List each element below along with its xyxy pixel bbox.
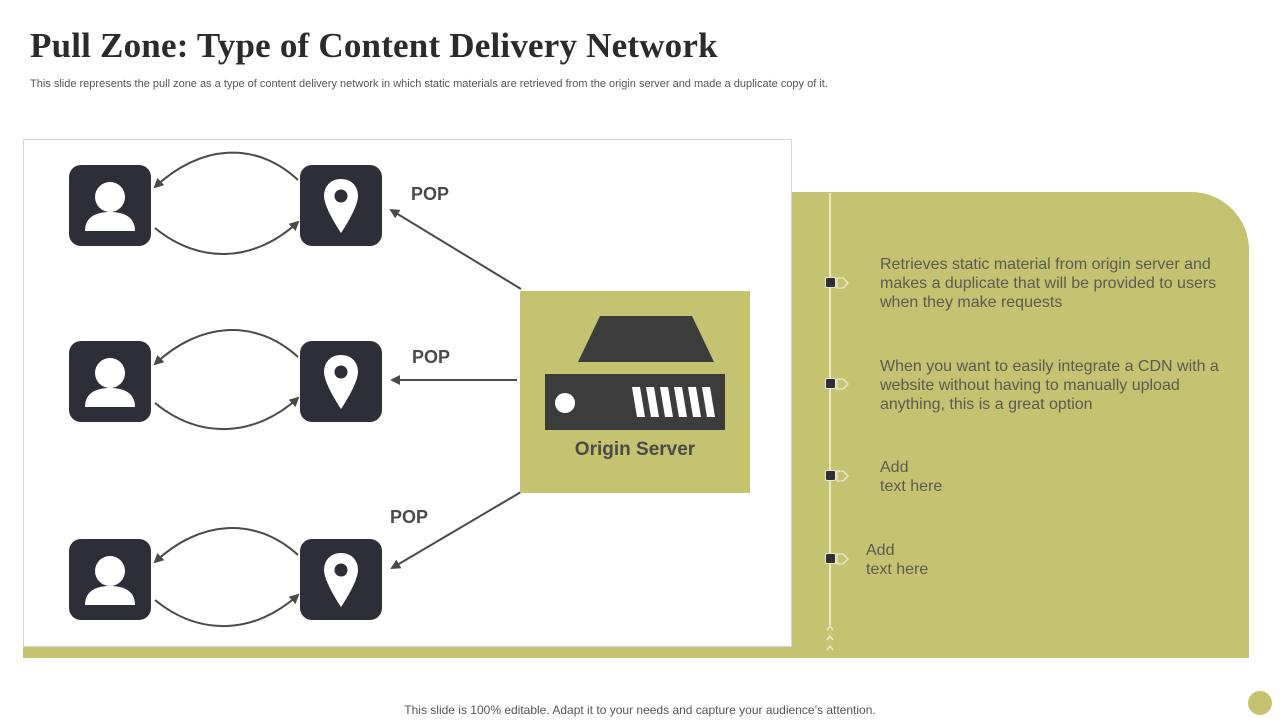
pop-tile-1 [300,165,382,246]
bullet-marker-4 [825,552,855,566]
pop-label-1: POP [411,184,450,204]
bullet-text-3: Add text here [880,458,1080,496]
bullet-text-4-line2: text here [866,561,929,578]
bullet-text-2: When you want to easily integrate a CDN … [880,358,1219,413]
bullet-marker-3 [825,469,855,483]
bullet-text-1: Retrieves static material from origin se… [880,256,1217,311]
timeline-end-chevrons [826,624,834,651]
user-tile-3 [69,539,151,620]
location-pin-icon [324,179,358,233]
pop-tile-3 [300,539,382,620]
pop-label-3: POP [390,507,429,527]
location-pin-icon [324,355,358,409]
slide-subtitle: This slide represents the pull zone as a… [30,78,828,90]
user-tile-2 [69,341,151,422]
pop-label-2: POP [412,347,451,367]
corner-dot [1248,691,1272,715]
user-icon [85,182,135,231]
bullet-text-3-line2: text here [880,478,943,495]
timeline-line [829,193,831,625]
bullet-text-4-line1: Add [866,542,895,559]
user-icon [85,556,135,605]
slide-footer: This slide is 100% editable. Adapt it to… [404,703,876,717]
slide-title: Pull Zone: Type of Content Delivery Netw… [30,26,718,65]
location-pin-icon [324,553,358,607]
bullet-text-3-line1: Add [880,459,909,476]
origin-server-box: Origin Server [520,291,750,493]
bullet-marker-1 [825,276,855,290]
bullet-marker-2 [825,377,855,391]
pop-tile-2 [300,341,382,422]
user-tile-1 [69,165,151,246]
server-icon [545,316,725,430]
user-icon [85,358,135,407]
bullet-text-4: Add text here [866,541,1066,579]
origin-server-label: Origin Server [574,439,696,460]
